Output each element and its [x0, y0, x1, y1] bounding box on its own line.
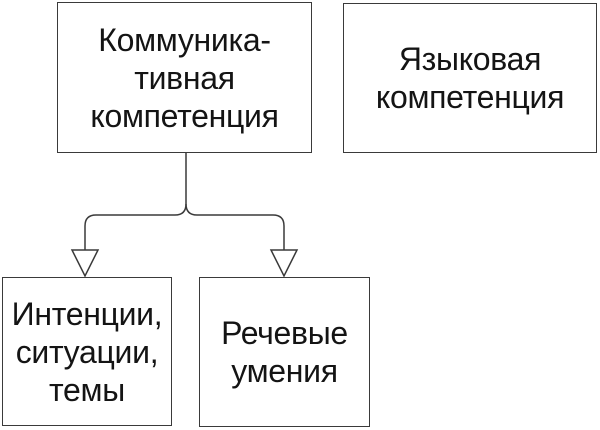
node-speech-skills: Речевые умения: [199, 277, 370, 427]
node-text-line: компетенция: [375, 79, 565, 115]
node-text-line: Коммуника-: [98, 21, 271, 58]
node-text-line: Интенции,: [11, 295, 163, 332]
node-language-competence-label: Языковая компетенция: [375, 40, 565, 116]
node-text-line: тивная: [134, 59, 235, 96]
node-text-line: ситуации,: [15, 333, 159, 370]
node-intentions-situations-themes-label: Интенции, ситуации, темы: [12, 295, 163, 409]
arrowhead-right-icon: [269, 249, 299, 278]
node-text-line: темы: [49, 371, 125, 408]
node-text-line: умения: [231, 353, 338, 389]
arrowhead-left-icon: [70, 249, 100, 278]
node-speech-skills-label: Речевые умения: [221, 314, 348, 390]
branch-line-right: [185, 203, 285, 250]
node-text-line: компетенция: [90, 97, 279, 134]
branch-line-left: [84, 153, 187, 250]
node-intentions-situations-themes: Интенции, ситуации, темы: [2, 277, 172, 426]
node-language-competence: Языковая компетенция: [343, 3, 597, 153]
node-communicative-competence-label: Коммуника- тивная компетенция: [90, 21, 279, 135]
node-text-line: Языковая: [398, 41, 542, 77]
node-text-line: Речевые: [221, 315, 348, 351]
node-communicative-competence: Коммуника- тивная компетенция: [57, 2, 312, 153]
